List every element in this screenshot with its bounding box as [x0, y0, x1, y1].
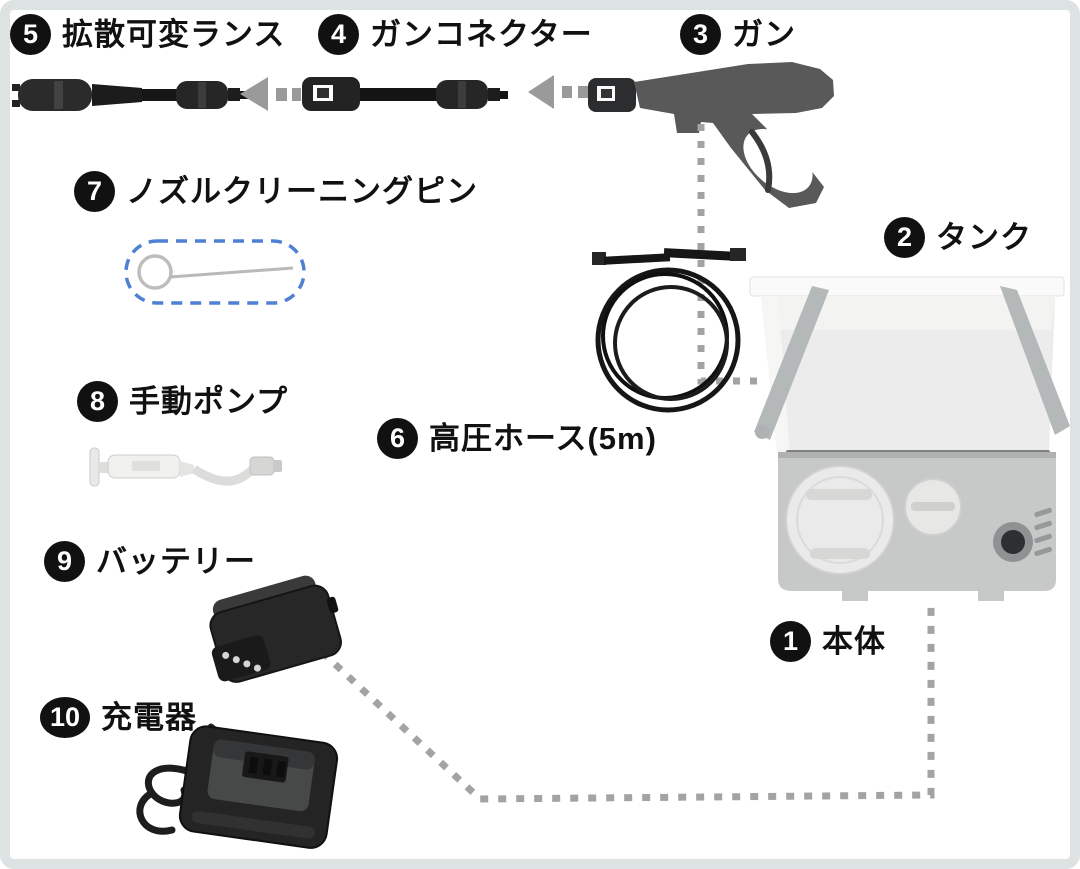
part-number-badge-1: 1 — [770, 621, 811, 662]
part-label-9: 9 バッテリー — [44, 541, 256, 582]
part-number-badge-6: 6 — [377, 418, 418, 459]
part-label-2: 2 タンク — [884, 217, 1032, 258]
battery-illustration — [209, 575, 342, 683]
part-label-10: 10 充電器 — [40, 697, 197, 738]
dotted-connector-gun-to-tank — [697, 124, 760, 385]
part-name-10: 充電器 — [101, 699, 197, 735]
tank-illustration — [749, 276, 1070, 453]
cleaning-pin-highlight-outline — [124, 239, 306, 305]
part-name-1: 本体 — [822, 623, 886, 659]
part-number-badge-2: 2 — [884, 217, 925, 258]
high-pressure-hose-illustration — [592, 248, 746, 413]
part-label-1: 1 本体 — [770, 621, 886, 662]
part-name-2: タンク — [936, 219, 1032, 255]
part-number-badge-9: 9 — [44, 541, 85, 582]
spray-lance-illustration — [12, 79, 248, 111]
part-number-badge-10: 10 — [40, 697, 90, 738]
part-number-badge-4: 4 — [318, 14, 359, 55]
part-name-8: 手動ポンプ — [129, 383, 289, 419]
main-body-illustration — [778, 450, 1056, 601]
tank-handle-right — [1000, 286, 1070, 435]
part-name-3: ガン — [732, 16, 796, 52]
part-label-7: 7 ノズルクリーニングピン — [74, 171, 478, 212]
part-label-3: 3 ガン — [680, 14, 796, 55]
part-name-4: ガンコネクター — [370, 16, 593, 52]
part-name-9: バッテリー — [96, 543, 256, 579]
part-number-badge-5: 5 — [10, 14, 51, 55]
trigger-gun-illustration — [588, 62, 834, 208]
part-name-6: 高圧ホース(5m) — [429, 420, 657, 456]
part-label-4: 4 ガンコネクター — [318, 14, 593, 55]
part-label-8: 8 手動ポンプ — [77, 381, 288, 422]
part-name-7: ノズルクリーニングピン — [126, 173, 478, 209]
nozzle-cleaning-pin-illustration — [124, 239, 306, 305]
part-label-5: 5 拡散可変ランス — [10, 14, 285, 55]
part-number-badge-3: 3 — [680, 14, 721, 55]
assembly-arrow-left-icon — [240, 77, 301, 111]
gun-connector-illustration — [302, 77, 508, 111]
part-number-badge-8: 8 — [77, 381, 118, 422]
dotted-connector-battery-to-body — [319, 602, 935, 803]
charger-illustration — [136, 723, 339, 849]
part-label-6: 6 高圧ホース(5m) — [377, 418, 657, 459]
part-name-5: 拡散可変ランス — [62, 16, 286, 52]
manual-pump-illustration — [89, 447, 282, 487]
part-number-badge-7: 7 — [74, 171, 115, 212]
tank-handle-left — [754, 286, 829, 440]
assembly-arrow-left-icon — [528, 75, 588, 109]
